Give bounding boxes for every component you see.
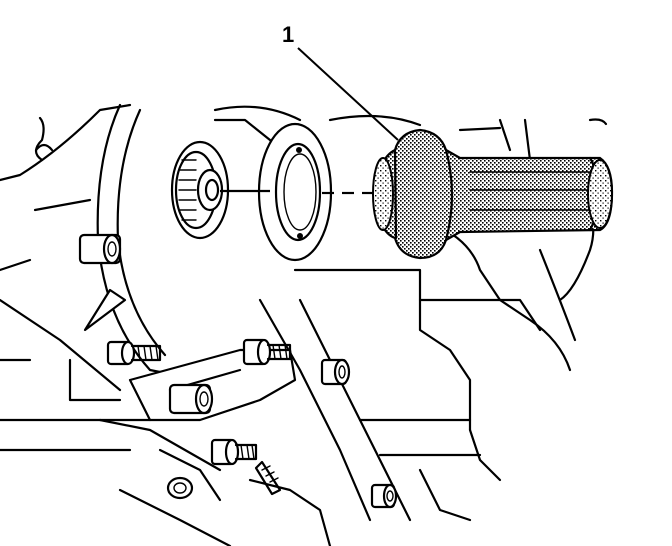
seal-installer-tool	[372, 128, 614, 260]
bolt-bracket	[242, 338, 292, 366]
mount-hole	[166, 476, 194, 500]
callout-1: 1	[282, 22, 399, 141]
bolt-lower	[210, 438, 258, 466]
bolt-right	[320, 358, 351, 386]
output-shaft-seal	[257, 122, 333, 262]
alignment-centerline	[220, 189, 374, 195]
bolt-middle-left	[106, 340, 162, 366]
callout-number: 1	[282, 22, 294, 47]
stud-lower	[254, 460, 282, 496]
bolt-lower-middle	[168, 383, 214, 415]
bolt-bottom-right	[370, 483, 398, 509]
output-shaft	[170, 140, 230, 240]
callout-leader-line	[297, 47, 399, 141]
bolt-upper-left	[78, 233, 122, 265]
